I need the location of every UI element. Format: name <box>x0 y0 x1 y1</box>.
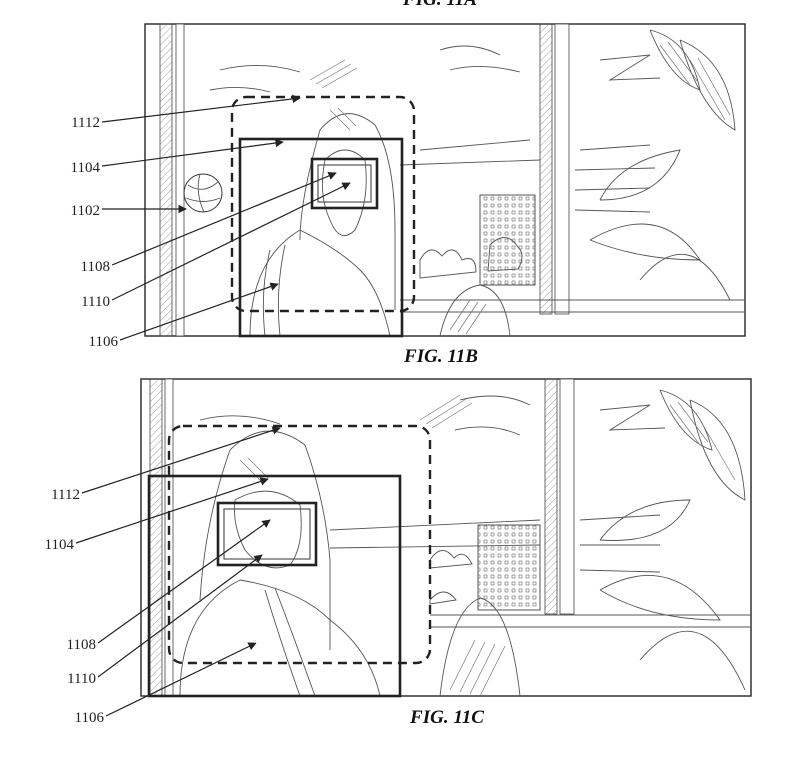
dashed-crop-region-1112 <box>230 95 416 313</box>
scene-11c <box>140 378 752 697</box>
label-1108: 1108 <box>67 637 96 653</box>
label-1112: 1112 <box>51 487 80 503</box>
caption-fig-11a: FIG. 11A <box>402 0 477 10</box>
label-1110: 1110 <box>81 294 110 310</box>
label-1106: 1106 <box>75 710 105 726</box>
label-1104: 1104 <box>45 537 75 553</box>
leader-1110 <box>111 182 351 301</box>
face-inner-box <box>223 508 311 560</box>
label-1102: 1102 <box>71 203 100 219</box>
leader-1106 <box>119 282 279 341</box>
label-1104: 1104 <box>71 160 101 176</box>
scene-11b <box>144 23 746 337</box>
leader-1108 <box>97 519 271 644</box>
leader-1104 <box>75 477 269 544</box>
leader-1106 <box>105 642 257 717</box>
dashed-crop-region-1112 <box>167 424 432 665</box>
face-bounding-box-1108 <box>216 501 318 567</box>
label-1108: 1108 <box>81 259 110 275</box>
leader-1104 <box>101 138 284 167</box>
label-1106: 1106 <box>89 334 119 350</box>
label-1112: 1112 <box>71 115 100 131</box>
figure-11c: 1112 1104 1108 1110 1106 FIG. 11C <box>45 378 752 728</box>
leader-1112 <box>81 426 281 494</box>
caption-fig-11b: FIG. 11B <box>403 346 478 367</box>
leader-1108 <box>111 171 337 266</box>
leader-1110 <box>97 554 263 678</box>
caption-fig-11c: FIG. 11C <box>409 707 484 728</box>
figure-11b: 1112 1104 1102 1108 1110 1106 FIG. 11B <box>71 23 746 367</box>
body-bounding-box-1104 <box>147 474 402 698</box>
face-inner-box <box>317 164 372 203</box>
label-1110: 1110 <box>67 671 96 687</box>
leader-1112 <box>101 94 301 123</box>
